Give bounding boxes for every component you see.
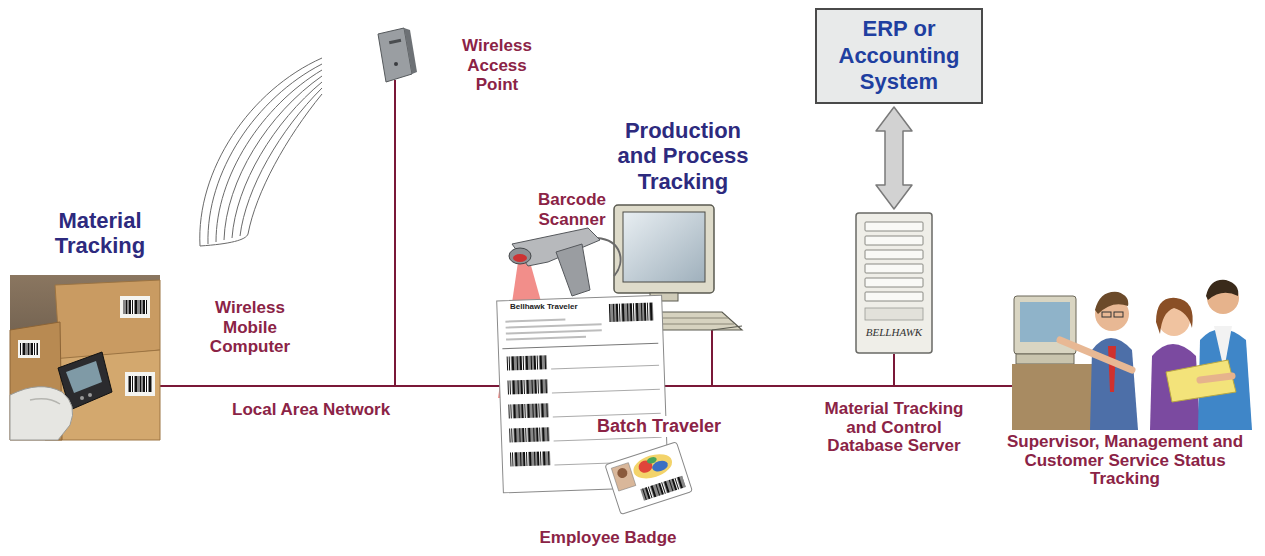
role-label: Supervisor, Management and Customer Serv… — [1005, 433, 1245, 489]
document-label: Batch Traveler — [594, 416, 724, 437]
network-label: Local Area Network — [232, 400, 452, 420]
section-heading: Production and Process Tracking — [605, 118, 761, 194]
box-text: ERP or Accounting System — [825, 16, 973, 95]
people-clipart — [1012, 280, 1252, 430]
document-title: Bellhawk Traveler — [510, 302, 578, 312]
erp-box: ERP or Accounting System — [815, 8, 983, 104]
section-heading: Material Tracking — [35, 208, 165, 259]
device-label: Wireless Mobile Computer — [200, 298, 300, 357]
brand-text: BELLHAWK — [855, 326, 933, 338]
block-arrow — [876, 107, 912, 209]
device-label: Employee Badge — [528, 528, 688, 548]
wireless-signal — [200, 58, 322, 246]
computer-workstation — [598, 205, 742, 330]
server-tower: BELLHAWKMaterial Tracking and Control Da… — [855, 212, 933, 354]
employee-badge-card — [605, 442, 692, 515]
server-caption: Material Tracking and Control Database S… — [808, 400, 980, 456]
access-point — [378, 28, 417, 82]
device-label: Wireless Access Point — [447, 36, 547, 95]
scanner-photo — [10, 275, 160, 440]
batch-traveler-document — [497, 295, 669, 493]
device-label: Barcode Scanner — [532, 190, 612, 229]
